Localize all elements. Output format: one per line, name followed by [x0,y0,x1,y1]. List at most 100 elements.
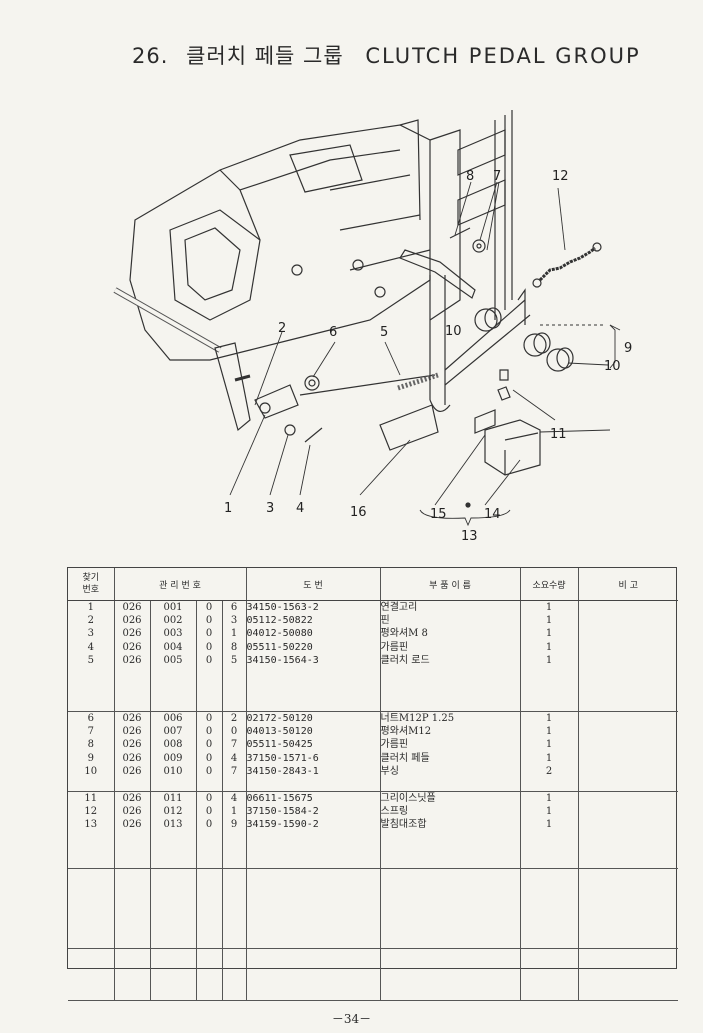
cell-value: 클러치 페들 [380,752,430,764]
header-quantity: 소요수량 [519,568,579,601]
callout-9: 9 [624,341,632,356]
callout-16: 16 [350,505,367,520]
cell-value: 부싱 [380,765,399,777]
cell-value: 0 [205,752,213,764]
cell-value: 012 [163,806,183,818]
callout-14: 14 [484,507,501,522]
empty-cell [519,948,579,1001]
cell-value: 0 [205,628,213,640]
table-header-row: 찾기 번호 관 리 번 호 도 번 부 품 이 름 소요수량 비 고 [68,568,679,601]
cell-value: 2 [545,765,553,777]
cell-remark [577,600,679,712]
header-part-name: 부 품 이 름 [379,568,521,601]
cell-value: 연결고리 [380,602,418,613]
cell-value: 37150-1571-6 [246,752,319,764]
empty-cell [221,948,247,1001]
cell-value: 가름핀 [380,641,409,653]
empty-cell [221,868,247,949]
title-korean: 클러치 페들 그룹 [186,44,344,68]
cell-value: 34150-1563-2 [246,602,319,613]
empty-cell [113,868,150,949]
callout-4: 4 [296,501,304,516]
cell-value: 013 [163,819,183,831]
cell-value: 1 [545,654,553,666]
cell-value: 026 [122,806,142,818]
cell-value: 1 [545,739,553,751]
cell-value: 평와셔M 8 [380,628,428,640]
cell-value: 004 [163,641,183,653]
section-number: 26. [132,44,169,68]
cell-remark [577,711,679,792]
cell-value: 7 [230,739,238,751]
cell-value: 1 [545,806,553,818]
table-empty-row [68,868,679,949]
cell-value: 34159-1590-2 [246,819,319,831]
cell-value: 2 [87,615,94,627]
callout-12: 12 [552,169,569,184]
page-number: －34－ [331,1012,372,1026]
cell-value: 05511-50425 [246,739,313,751]
callout-15: 15 [430,507,447,522]
callout-leaders [229,181,621,527]
cell-value: 0 [205,793,213,804]
empty-cell [519,868,579,949]
cell-value: 06611-15675 [246,793,313,804]
cell-value: 026 [122,654,142,666]
cell-value: 04013-50120 [246,726,313,738]
cell-value: 4 [87,641,94,653]
cell-value: 8 [87,739,94,751]
cell-value: 0 [205,726,213,738]
empty-cell [245,868,381,949]
cell-value: 05511-50220 [246,641,313,653]
cell-value: 1 [545,602,553,613]
cell-value: 0 [205,819,213,831]
callout-3: 3 [266,501,274,516]
callout-7: 7 [493,169,501,184]
cell-value: 026 [122,726,142,738]
cell-value: 0 [230,726,238,738]
cell-value: 003 [163,628,183,640]
cell-value: 1 [230,806,238,818]
pin-and-washer [449,227,486,253]
cell-value: 002 [163,615,183,627]
empty-cell [113,948,150,1001]
cell-value: 13 [84,819,98,831]
cell-value: 6 [87,713,94,724]
cell-value: 05112-50822 [246,615,313,627]
cell-value: 평와셔M12 [380,726,432,738]
cell-value: 011 [163,793,183,804]
cell-value: 8 [230,641,238,653]
clutch-pedal-part [379,249,574,451]
cell-value: 026 [122,713,142,724]
small-hardware [284,375,323,443]
cell-value: 1 [545,793,553,804]
cell-value: 4 [230,752,238,764]
cell-value: 2 [230,713,238,724]
callout-13: 13 [461,529,478,544]
callout-10-upper: 10 [445,324,462,339]
callout-8: 8 [466,169,474,184]
header-management-no: 관 리 번 호 [113,568,247,601]
cell-value: 005 [163,654,183,666]
grease-nipple-part [497,369,511,401]
cell-value: 0 [205,765,213,777]
cell-value: 1 [545,628,553,640]
header-find-no: 찾기 번호 [68,568,114,601]
cell-value: 9 [230,819,238,831]
empty-cell [379,868,521,949]
cell-value: 010 [163,765,183,777]
